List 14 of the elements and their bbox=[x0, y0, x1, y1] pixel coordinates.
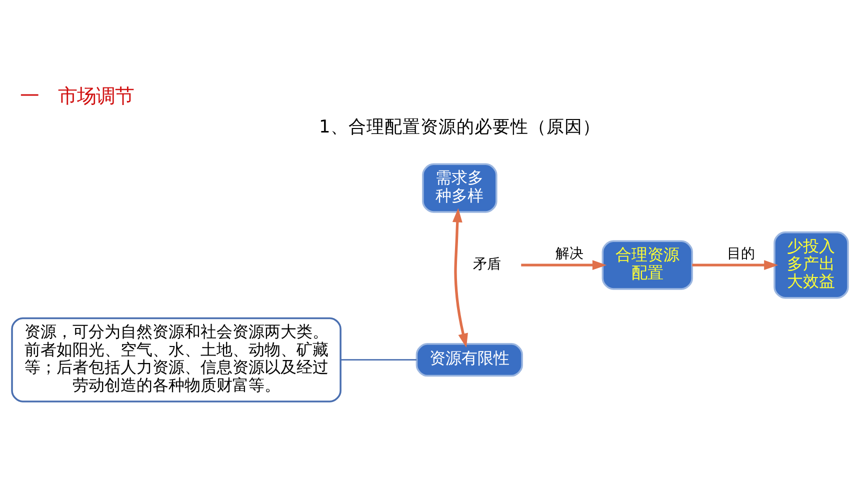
arrow bbox=[452, 208, 468, 348]
node-box: 合理资源配置 bbox=[602, 240, 693, 290]
diagram-title: 一 市场调节 bbox=[20, 84, 134, 108]
edge-label: 矛盾 bbox=[472, 256, 501, 272]
node-box: 资源，可分为自然资源和社会资源两大类。前者如阳光、空气、水、土地、动物、矿藏等；后者包括人力资源、信息资源以及经过劳动创造的各种物质财富等。 bbox=[11, 316, 342, 402]
label: 1、合理配置资源的必要性（原因） bbox=[319, 116, 600, 137]
connector bbox=[340, 358, 417, 360]
arrow bbox=[521, 260, 607, 270]
edge-label: 目的 bbox=[727, 245, 756, 262]
node-box: 资源有限性 bbox=[416, 342, 523, 376]
edge-label: 解决 bbox=[556, 245, 584, 262]
node-box: 需求多种多样 bbox=[422, 162, 498, 212]
arrow bbox=[692, 260, 778, 270]
node-box: 少投入多产出大效益 bbox=[774, 230, 849, 298]
